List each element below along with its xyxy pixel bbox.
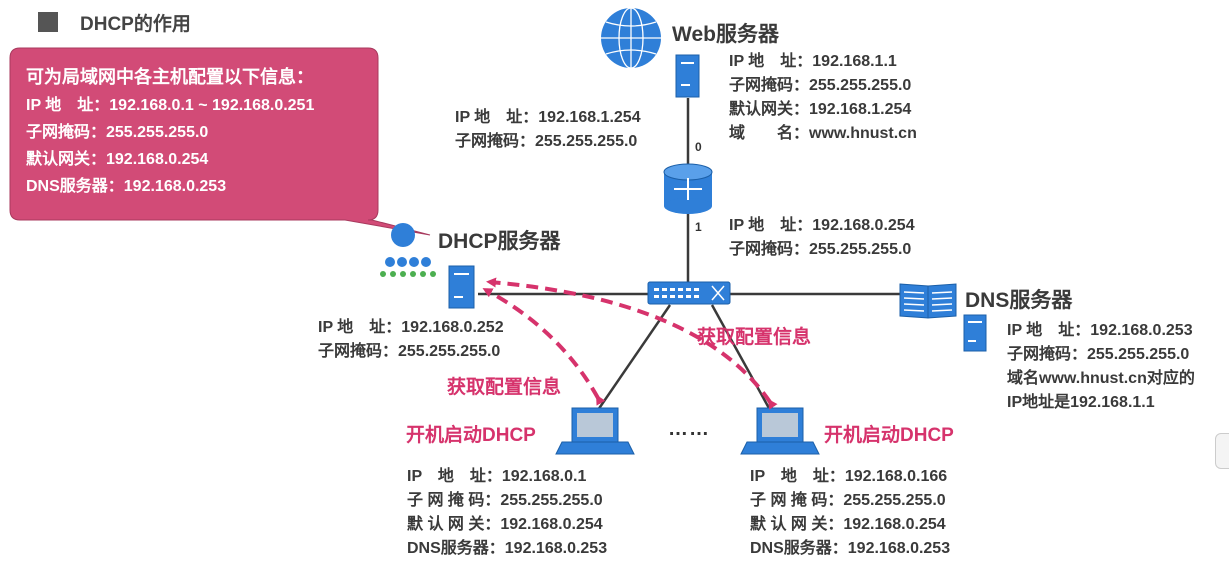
web-domain: 域 名：www.hnust.cn — [729, 125, 917, 142]
host1-gateway: 默 认 网 关：192.168.0.254 — [407, 516, 603, 533]
host1-ip: IP 地 址：192.168.0.1 — [407, 468, 587, 485]
web-server-info: IP 地 址：192.168.1.1 子网掩码：255.255.255.0 默认… — [729, 50, 917, 146]
host2-laptop-icon — [740, 407, 820, 455]
host1-mask: 子 网 掩 码：255.255.255.0 — [407, 492, 603, 509]
callout-subnet-mask: 子网掩码：255.255.255.0 — [26, 124, 209, 141]
router-iface1-info: IP 地 址：192.168.0.254 子网掩码：255.255.255.0 — [729, 214, 915, 262]
dns-mask: 子网掩码：255.255.255.0 — [1007, 346, 1190, 363]
dhcp-people-icon — [380, 223, 436, 277]
dns-domain-ip: IP地址是192.168.1.1 — [1007, 394, 1155, 411]
web-globe-icon — [601, 7, 661, 69]
web-gateway: 默认网关：192.168.1.254 — [729, 101, 912, 118]
side-panel-tab[interactable] — [1215, 433, 1229, 469]
host2-gateway: 默 认 网 关：192.168.0.254 — [750, 516, 946, 533]
web-mask: 子网掩码：255.255.255.0 — [729, 77, 912, 94]
router-port-0: 0 — [695, 140, 702, 154]
router-icon — [663, 163, 713, 214]
host2-mask: 子 网 掩 码：255.255.255.0 — [750, 492, 946, 509]
dns-book-icon — [899, 283, 957, 319]
dhcp-mask: 子网掩码：255.255.255.0 — [318, 343, 501, 360]
host2-ip: IP 地 址：192.168.0.166 — [750, 468, 948, 485]
router-iface0-info: IP 地 址：192.168.1.254 子网掩码：255.255.255.0 — [455, 106, 641, 154]
host1-info: IP 地 址：192.168.0.1 子 网 掩 码：255.255.255.0… — [407, 465, 607, 561]
arrow-host2-dhcp — [486, 277, 778, 410]
dhcp-server-icon — [448, 265, 475, 309]
host1-dns: DNS服务器：192.168.0.253 — [407, 540, 608, 557]
title-bullet — [38, 12, 58, 32]
callout-ip-range: IP 地 址：192.168.0.1 ~ 192.168.0.251 — [26, 97, 315, 114]
dns-server-icon — [963, 314, 987, 352]
router-iface0-mask: 子网掩码：255.255.255.0 — [455, 133, 638, 150]
switch-icon — [647, 281, 731, 305]
dhcp-server-info: IP 地 址：192.168.0.252 子网掩码：255.255.255.0 — [318, 316, 504, 364]
dns-server-info: IP 地 址：192.168.0.253 子网掩码：255.255.255.0 … — [1007, 319, 1195, 415]
router-iface1-mask: 子网掩码：255.255.255.0 — [729, 241, 912, 258]
web-server-icon — [675, 54, 700, 98]
router-iface0-ip: IP 地 址：192.168.1.254 — [455, 109, 641, 126]
dns-ip: IP 地 址：192.168.0.253 — [1007, 322, 1193, 339]
link-switch-host1 — [596, 304, 672, 411]
dns-domain-note: 域名www.hnust.cn对应的 — [1007, 370, 1195, 387]
arrow-label-left: 获取配置信息 — [447, 377, 562, 398]
callout-gateway: 默认网关：192.168.0.254 — [26, 151, 209, 168]
web-ip: IP 地 址：192.168.1.1 — [729, 53, 897, 70]
host1-boot-label: 开机启动DHCP — [406, 425, 536, 446]
callout-title: 可为局域网中各主机配置以下信息： — [26, 67, 314, 87]
router-port-1: 1 — [695, 220, 702, 234]
router-iface1-ip: IP 地 址：192.168.0.254 — [729, 217, 915, 234]
page-title: DHCP的作用 — [80, 14, 191, 35]
host1-laptop-icon — [555, 407, 635, 455]
dhcp-request-arrows — [482, 277, 778, 410]
callout-dns: DNS服务器：192.168.0.253 — [26, 178, 227, 195]
host2-boot-label: 开机启动DHCP — [824, 425, 954, 446]
dhcp-server-name: DHCP服务器 — [438, 230, 561, 253]
host2-info: IP 地 址：192.168.0.166 子 网 掩 码：255.255.255… — [750, 465, 950, 561]
web-server-name: Web服务器 — [672, 23, 779, 46]
host2-dns: DNS服务器：192.168.0.253 — [750, 540, 951, 557]
link-switch-host2 — [710, 304, 772, 411]
more-hosts-ellipsis: …… — [668, 418, 710, 440]
callout-content: 可为局域网中各主机配置以下信息： IP 地 址：192.168.0.1 ~ 19… — [26, 62, 314, 200]
dhcp-ip: IP 地 址：192.168.0.252 — [318, 319, 504, 336]
arrow-label-right: 获取配置信息 — [697, 327, 812, 348]
dns-server-name: DNS服务器 — [965, 289, 1073, 312]
